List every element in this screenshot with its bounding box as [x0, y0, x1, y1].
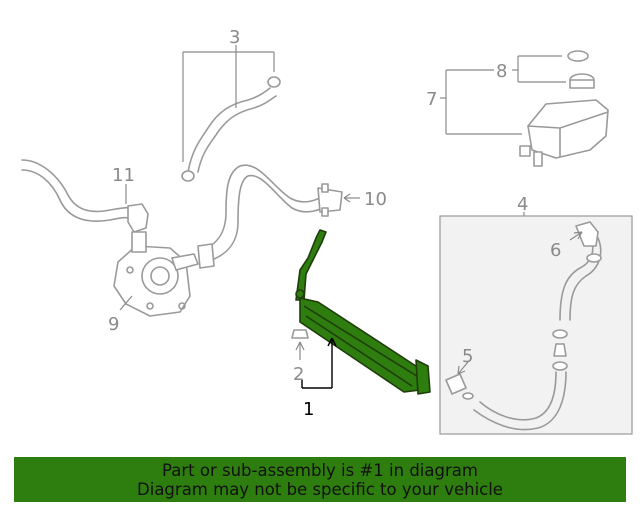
callout-1-leader	[301, 337, 337, 389]
callout-9[interactable]: 9	[108, 314, 119, 335]
callout-7[interactable]: 7	[426, 89, 437, 110]
parts-diagram: 3 11 9 10	[21, 27, 633, 435]
callout-11[interactable]: 11	[112, 165, 135, 186]
banner-line-part: Part or sub-assembly is #1 in diagram	[162, 460, 478, 480]
callout-5-leader	[457, 361, 469, 375]
part-2-bolt[interactable]	[291, 329, 309, 339]
callout-7-8-leader	[440, 55, 566, 135]
part-1-cooler[interactable]	[295, 229, 431, 395]
callout-3[interactable]: 3	[229, 27, 240, 48]
part-10-hose[interactable]	[197, 164, 343, 269]
part-7-reservoir[interactable]	[519, 99, 609, 167]
callout-10[interactable]: 10	[364, 189, 387, 210]
callout-6-leader	[569, 231, 583, 241]
callout-4[interactable]: 4	[517, 194, 528, 215]
callout-3-leader	[182, 45, 275, 162]
part-6-fitting[interactable]	[575, 221, 599, 247]
part-5-connector[interactable]	[445, 373, 474, 400]
callout-6[interactable]: 6	[550, 240, 561, 261]
part-9-water-pump[interactable]	[113, 231, 199, 317]
part-11-hose[interactable]	[21, 159, 149, 233]
part-4-hose-kit[interactable]	[439, 215, 633, 435]
part-info-banner: Part or sub-assembly is #1 in diagram Di…	[14, 457, 626, 502]
callout-10-leader	[343, 193, 360, 203]
callout-1[interactable]: 1	[303, 399, 314, 420]
callout-5[interactable]: 5	[462, 346, 473, 367]
callout-2-leader	[295, 341, 305, 360]
callout-8[interactable]: 8	[496, 61, 507, 82]
part-8-cap[interactable]	[567, 50, 595, 89]
part-3-hose[interactable]	[181, 76, 281, 182]
callout-2[interactable]: 2	[293, 364, 304, 385]
banner-line-disclaimer: Diagram may not be specific to your vehi…	[137, 479, 503, 499]
callout-9-leader	[119, 295, 133, 311]
